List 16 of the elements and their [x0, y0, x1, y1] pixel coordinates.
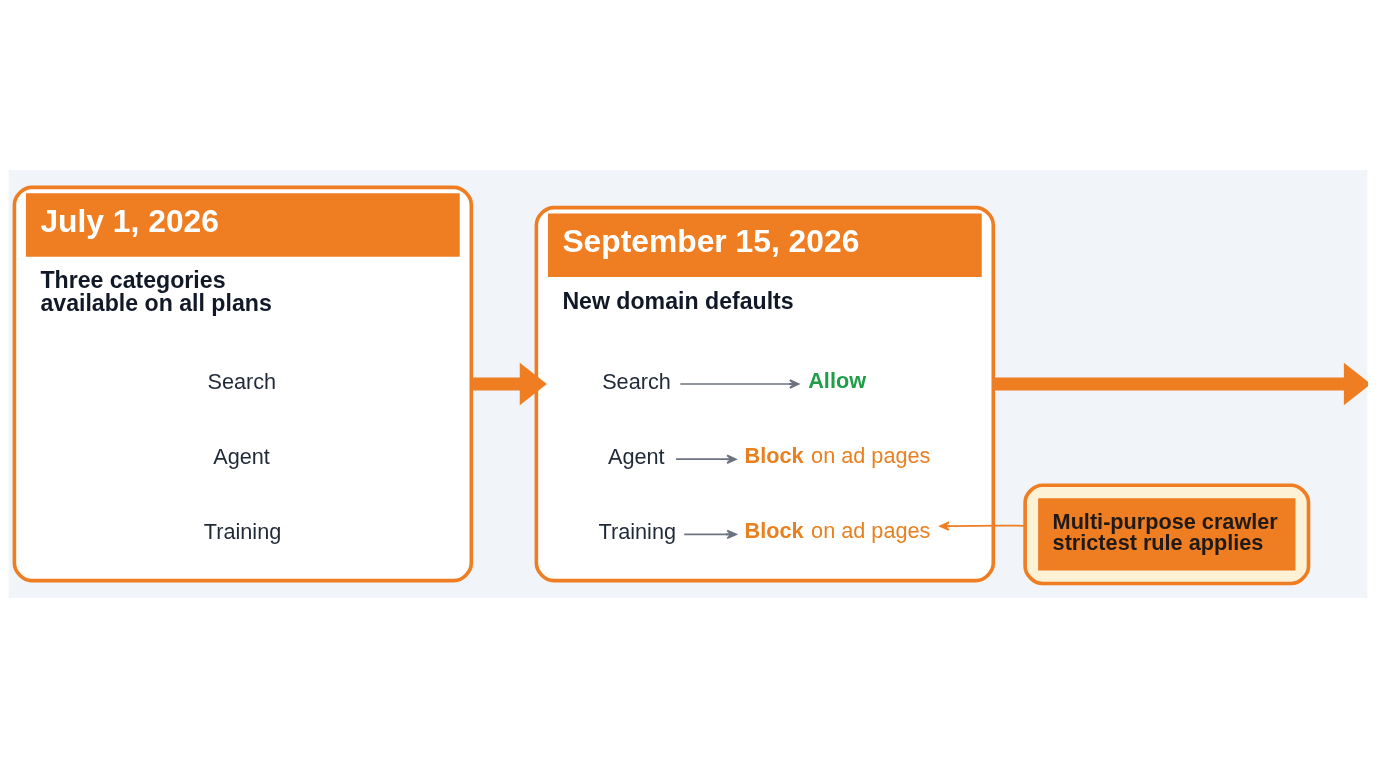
node-text: Agent — [607, 444, 665, 470]
node-text: Training — [598, 519, 677, 545]
node-text: Training — [203, 519, 282, 545]
arrow — [471, 362, 547, 406]
arrow — [683, 529, 737, 540]
node-text: Allow — [808, 367, 867, 393]
arrow — [679, 379, 800, 389]
node-text: Agent — [213, 444, 270, 470]
node-text: Search — [602, 369, 671, 395]
node-text: Block on ad pages — [744, 517, 931, 543]
arrow — [675, 454, 737, 464]
node-text: Block on ad pages — [744, 442, 931, 468]
node-box: Multi-purpose crawler strictest rule applies — [1023, 483, 1311, 586]
node-text: Search — [207, 369, 277, 395]
arrow — [939, 521, 1026, 531]
arrow — [993, 362, 1368, 406]
